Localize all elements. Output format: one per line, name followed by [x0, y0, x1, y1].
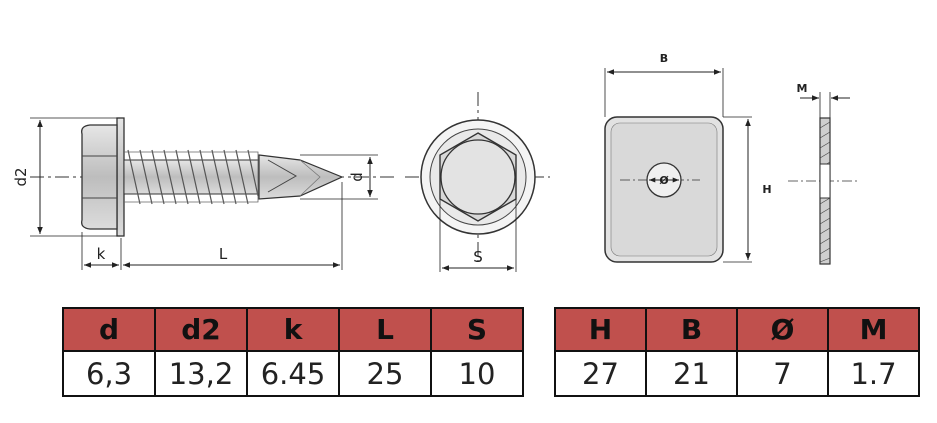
header-H: H [554, 307, 647, 352]
screw-spec-table: d d2 k L S 6,3 13,2 6.45 25 10 [62, 307, 524, 397]
k-label: k [97, 245, 106, 263]
value-d: 6,3 [62, 350, 156, 397]
value-hole-diameter: 7 [736, 350, 829, 397]
value-B: 21 [645, 350, 738, 397]
L-label: L [219, 245, 228, 263]
screw-table-header-row: d d2 k L S [62, 307, 524, 352]
screw-head-view: S [405, 92, 550, 272]
S-label: S [473, 248, 483, 266]
M-label: M [797, 82, 808, 95]
screw-drill-point [258, 154, 344, 200]
screw-flange [116, 117, 125, 237]
header-d2: d2 [154, 307, 248, 352]
header-L: L [338, 307, 432, 352]
screw-table-value-row: 6,3 13,2 6.45 25 10 [62, 350, 524, 397]
header-k: k [246, 307, 340, 352]
header-B: B [645, 307, 738, 352]
washer-table-header-row: H B Ø M [554, 307, 920, 352]
value-M: 1.7 [827, 350, 920, 397]
H-label: H [762, 183, 771, 196]
hole-diameter-label: Ø [659, 174, 669, 187]
value-L: 25 [338, 350, 432, 397]
header-d: d [62, 307, 156, 352]
header-M: M [827, 307, 920, 352]
value-k: 6.45 [246, 350, 340, 397]
washer-table-value-row: 27 21 7 1.7 [554, 350, 920, 397]
washer-front-view: Ø B H [604, 52, 772, 263]
washer-side-view: M [788, 82, 860, 265]
d2-label: d2 [12, 167, 30, 186]
value-S: 10 [430, 350, 524, 397]
technical-drawing: d2 k L d S Ø [12, 52, 860, 272]
header-hole-diameter: Ø [736, 307, 829, 352]
screw-hex-head [81, 124, 118, 230]
B-label: B [660, 52, 668, 65]
value-H: 27 [554, 350, 647, 397]
screw-side-view: d2 k L d [12, 117, 395, 270]
screw-threads [127, 149, 259, 205]
d-label: d [348, 172, 366, 182]
washer-spec-table: H B Ø M 27 21 7 1.7 [554, 307, 920, 397]
value-d2: 13,2 [154, 350, 248, 397]
header-S: S [430, 307, 524, 352]
